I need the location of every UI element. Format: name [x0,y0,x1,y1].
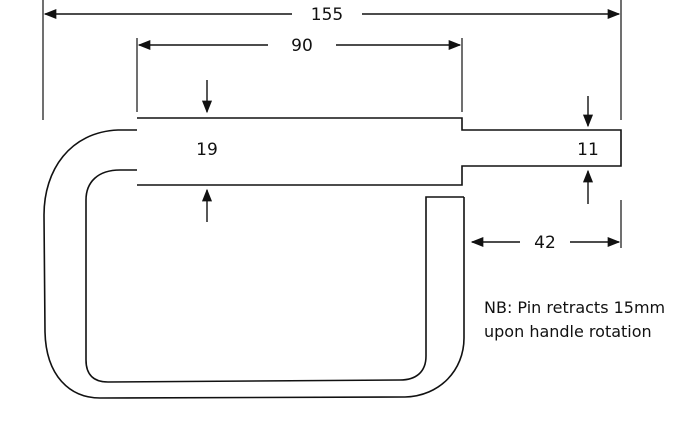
retraction-note-line-2: upon handle rotation [484,322,652,341]
retraction-note: NB: Pin retracts 15mm upon handle rotati… [484,296,665,344]
retraction-note-line-1: NB: Pin retracts 15mm [484,298,666,317]
dimension-label-body-length: 90 [291,36,313,56]
handle-inner-outline [85,169,464,383]
dimension-label-body-diameter: 19 [196,140,218,160]
dimension-label-pin-diameter: 11 [577,140,599,160]
dimension-label-pin-length: 42 [534,233,556,253]
pin-body-outline [137,117,622,186]
dimension-label-overall: 155 [311,5,343,25]
handle-outer-outline [43,129,465,399]
